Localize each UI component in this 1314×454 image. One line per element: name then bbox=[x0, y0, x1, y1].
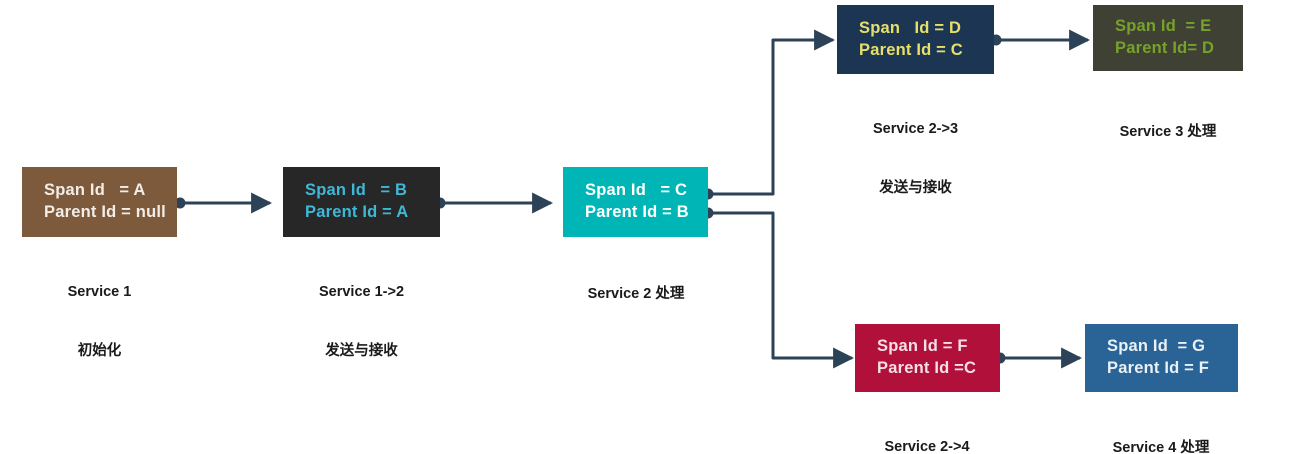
span-node-e[interactable]: Span Id = E Parent Id= D bbox=[1093, 5, 1243, 71]
caption-line2-d: 发送与接收 bbox=[879, 179, 952, 196]
caption-line1-b: Service 1->2 bbox=[318, 284, 405, 301]
span-id-text-f: Span Id = F bbox=[877, 337, 968, 356]
span-id-text-d: Span Id = D bbox=[859, 18, 962, 37]
caption-node-g: Service 4 处理 bbox=[1078, 400, 1244, 454]
caption-node-b: Service 1->2 发送与接收 bbox=[283, 244, 440, 401]
caption-line1-a: Service 1 bbox=[67, 284, 132, 301]
caption-line1-f: Service 2->4 bbox=[884, 439, 970, 454]
span-node-d[interactable]: Span Id = D Parent Id = C bbox=[837, 5, 994, 74]
edge-c-to-f bbox=[702, 207, 855, 369]
caption-line1-e: Service 3 处理 bbox=[1119, 124, 1217, 141]
caption-node-f: Service 2->4 发送与接收 bbox=[852, 399, 1002, 454]
parent-id-text-g: Parent Id = F bbox=[1107, 359, 1210, 377]
parent-id-text-e: Parent Id= D bbox=[1115, 39, 1215, 57]
span-node-f[interactable]: Span Id = F Parent Id =C bbox=[855, 324, 1000, 392]
caption-node-d: Service 2->3 发送与接收 bbox=[837, 81, 994, 238]
parent-id-text-c: Parent Id = B bbox=[585, 203, 689, 221]
span-id-text-e: Span Id = E bbox=[1115, 17, 1212, 36]
caption-node-a: Service 1 初始化 bbox=[22, 244, 177, 401]
span-id-text-a: Span Id = A bbox=[44, 181, 146, 200]
caption-line2-a: 初始化 bbox=[77, 342, 122, 359]
caption-node-e: Service 3 处理 bbox=[1085, 84, 1251, 221]
caption-line1-g: Service 4 处理 bbox=[1112, 440, 1210, 454]
caption-line1-c: Service 2 处理 bbox=[587, 286, 685, 303]
edge-c-to-d bbox=[702, 29, 836, 200]
edge-f-to-g bbox=[994, 347, 1083, 369]
parent-id-text-a: Parent Id = null bbox=[44, 203, 166, 221]
caption-line2-b: 发送与接收 bbox=[325, 342, 398, 359]
caption-line1-d: Service 2->3 bbox=[872, 121, 959, 138]
parent-id-text-f: Parent Id =C bbox=[877, 359, 977, 377]
parent-id-text-b: Parent Id = A bbox=[305, 203, 409, 221]
span-id-text-g: Span Id = G bbox=[1107, 337, 1206, 356]
edge-a-to-b bbox=[174, 192, 273, 214]
parent-id-text-d: Parent Id = C bbox=[859, 40, 963, 59]
span-node-c[interactable]: Span Id = C Parent Id = B bbox=[563, 167, 708, 237]
edge-b-to-c bbox=[434, 192, 554, 214]
caption-node-c: Service 2 处理 bbox=[551, 246, 721, 383]
span-node-a[interactable]: Span Id = A Parent Id = null bbox=[22, 167, 177, 237]
span-node-b[interactable]: Span Id = B Parent Id = A bbox=[283, 167, 440, 237]
span-node-g[interactable]: Span Id = G Parent Id = F bbox=[1085, 324, 1238, 392]
span-id-text-b: Span Id = B bbox=[305, 181, 408, 200]
edge-d-to-e bbox=[990, 29, 1091, 51]
span-id-text-c: Span Id = C bbox=[585, 181, 688, 200]
